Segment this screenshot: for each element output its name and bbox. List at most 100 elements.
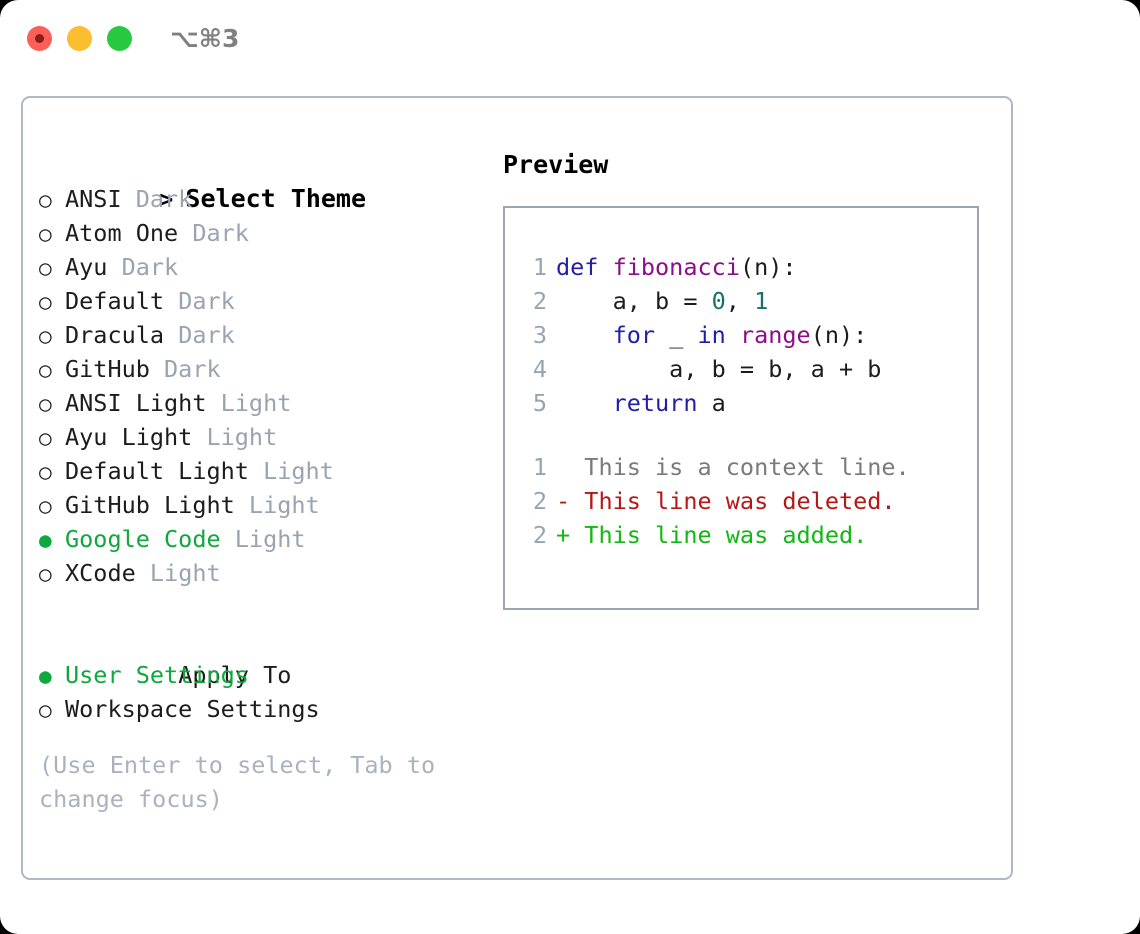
theme-option-variant: Dark — [178, 219, 249, 247]
apply-to-heading: ○Apply To — [39, 624, 469, 689]
radio-unselected-icon: ○ — [39, 426, 52, 450]
apply-to-options-list[interactable]: ●User Settings ○ Workspace Settings — [39, 658, 469, 726]
radio-unselected-icon: ○ — [39, 698, 52, 722]
code-token-pln — [556, 389, 613, 417]
radio-unselected-icon: ○ — [39, 256, 52, 280]
select-theme-header: > Select Theme — [39, 148, 469, 213]
code-token-pln — [726, 321, 740, 349]
theme-option-name: GitHub Light — [65, 491, 235, 519]
radio-unselected-icon: ○ — [39, 290, 52, 314]
apply-to-option-workspace-settings[interactable]: ○ Workspace Settings — [39, 692, 469, 726]
theme-option-variant: Dark — [164, 321, 235, 349]
line-number: 5 — [532, 389, 547, 417]
code-token-pln: _ — [655, 321, 698, 349]
title-bar: ⌥⌘3 — [0, 0, 1140, 78]
diff-line-ctx: 1 This is a context line. — [519, 450, 971, 484]
line-number: 3 — [532, 321, 547, 349]
theme-options-list[interactable]: ○ANSI Dark○Atom One Dark○Ayu Dark○Defaul… — [39, 182, 469, 590]
apply-to-option-user-settings[interactable]: ●User Settings — [39, 658, 469, 692]
theme-option-default-light[interactable]: ○ Default Light Light — [39, 454, 469, 488]
theme-option-variant: Light — [248, 457, 334, 485]
theme-option-dracula[interactable]: ○Dracula Dark — [39, 318, 469, 352]
theme-option-google-code[interactable]: ●Google Code Light — [39, 522, 469, 556]
theme-option-name: Google Code — [65, 525, 221, 553]
code-token-pln: (n): — [739, 253, 797, 281]
theme-option-ansi-light[interactable]: ○ANSI Light Light — [39, 386, 469, 420]
close-icon — [35, 34, 44, 43]
apply-to-option-label: Workspace Settings — [65, 695, 320, 723]
apply-to-heading-label: Apply To — [178, 661, 292, 689]
prompt-caret-icon: > — [159, 187, 174, 213]
line-number: 1 — [532, 253, 547, 281]
code-token-fn: range — [739, 321, 811, 349]
theme-option-name: Default — [65, 287, 165, 315]
diff-line-add: 2+ This line was added. — [519, 518, 971, 552]
theme-list-column: >Select Theme ○ANSI Dark○Atom One Dark○A… — [39, 148, 469, 816]
radio-unselected-icon: ○ — [39, 562, 52, 586]
code-diff-separator — [519, 420, 971, 450]
theme-option-name: GitHub — [65, 355, 150, 383]
radio-unselected-icon: ○ — [39, 358, 52, 382]
radio-unselected-icon: ○ — [39, 324, 52, 348]
code-line: 4 a, b = b, a + b — [519, 352, 971, 386]
list-spacer — [39, 590, 469, 624]
theme-option-name: Default Light — [65, 457, 249, 485]
maximize-window-button[interactable] — [107, 26, 132, 51]
diff-line-del: 2- This line was deleted. — [519, 484, 971, 518]
code-token-num: 1 — [754, 287, 769, 315]
theme-option-atom-one[interactable]: ○ Atom One Dark — [39, 216, 469, 250]
line-number: 4 — [532, 355, 547, 383]
theme-option-name: Atom One — [65, 219, 179, 247]
diff-line-text: This is a context line. — [556, 453, 910, 481]
diff-sample: 1 This is a context line.2- This line wa… — [519, 450, 971, 552]
theme-option-variant: Dark — [107, 253, 179, 281]
diff-line-text: + This line was added. — [556, 521, 868, 549]
code-line: 5 return a — [519, 386, 971, 420]
radio-selected-icon: ● — [39, 664, 52, 688]
code-token-fn: fibonacci — [612, 253, 740, 281]
radio-selected-icon: ● — [39, 528, 52, 552]
minimize-window-button[interactable] — [67, 26, 92, 51]
line-number: 1 — [532, 453, 547, 481]
close-window-button[interactable] — [27, 26, 52, 51]
radio-unselected-icon: ○ — [39, 494, 52, 518]
code-token-num: 0 — [711, 287, 726, 315]
code-token-kw: in — [697, 321, 726, 349]
theme-option-name: Ayu Light — [65, 423, 193, 451]
theme-option-ayu-light[interactable]: ○ Ayu Light Light — [39, 420, 469, 454]
theme-option-ayu[interactable]: ○ Ayu Dark — [39, 250, 469, 284]
line-number: 2 — [532, 287, 547, 315]
theme-selector-panel: >Select Theme ○ANSI Dark○Atom One Dark○A… — [21, 96, 1013, 880]
select-theme-header-label: Select Theme — [185, 184, 367, 213]
radio-unselected-icon: ○ — [39, 460, 52, 484]
theme-option-variant: Dark — [149, 355, 221, 383]
line-number: 2 — [532, 487, 547, 515]
theme-option-variant: Light — [206, 389, 292, 417]
preview-title: Preview — [503, 150, 609, 179]
theme-option-name: Ayu — [65, 253, 108, 281]
code-token-pln: a, b = — [556, 287, 712, 315]
code-token-pln: a, b = b, a + b — [556, 355, 882, 383]
code-line: 1 def fibonacci(n): — [519, 250, 971, 284]
theme-option-github-light[interactable]: ○ GitHub Light Light — [39, 488, 469, 522]
code-token-pln: , — [725, 287, 755, 315]
code-token-pln: (n): — [810, 321, 868, 349]
theme-option-github[interactable]: ○ GitHub Dark — [39, 352, 469, 386]
code-line: 3 for _ in range(n): — [519, 318, 971, 352]
theme-option-variant: Dark — [164, 287, 235, 315]
code-token-pln: a — [697, 389, 726, 417]
theme-option-ansi[interactable]: ○ANSI Dark — [39, 182, 469, 216]
code-token-kw: return — [612, 389, 698, 417]
theme-option-name: ANSI — [65, 185, 122, 213]
radio-unselected-icon: ○ — [39, 222, 52, 246]
keyboard-shortcut-label: ⌥⌘3 — [170, 24, 240, 53]
theme-option-xcode[interactable]: ○XCode Light — [39, 556, 469, 590]
theme-option-variant: Light — [234, 491, 320, 519]
theme-option-default[interactable]: ○ Default Dark — [39, 284, 469, 318]
theme-option-variant: Light — [192, 423, 278, 451]
code-token-kw: def — [556, 253, 613, 281]
